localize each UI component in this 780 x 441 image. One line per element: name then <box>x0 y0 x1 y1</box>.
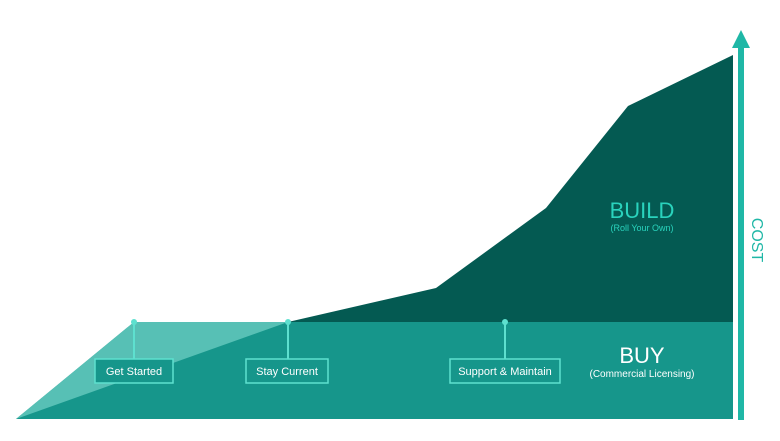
milestone-dot <box>285 319 291 325</box>
milestone-dot <box>131 319 137 325</box>
milestone-label: Stay Current <box>256 366 318 378</box>
build-area <box>288 55 733 322</box>
build-title: BUILD <box>610 198 675 223</box>
milestone-stay-current: Stay Current <box>245 319 329 384</box>
milestone-box <box>245 358 329 384</box>
milestone-support-maintain: Support & Maintain <box>449 319 561 384</box>
buy-title: BUY <box>619 343 665 368</box>
milestone-dot <box>502 319 508 325</box>
cost-axis-label: COST <box>748 218 765 263</box>
cost-axis-line <box>738 46 744 420</box>
buy-subtitle: (Commercial Licensing) <box>589 369 694 380</box>
cost-axis: COST <box>732 30 765 420</box>
milestone-box <box>449 358 561 384</box>
milestone-box <box>94 358 174 384</box>
build-subtitle: (Roll Your Own) <box>610 223 673 233</box>
arrow-up-icon <box>732 30 750 48</box>
milestone-get-started: Get Started <box>94 319 174 384</box>
milestone-label: Get Started <box>106 366 162 378</box>
milestone-label: Support & Maintain <box>458 366 552 378</box>
